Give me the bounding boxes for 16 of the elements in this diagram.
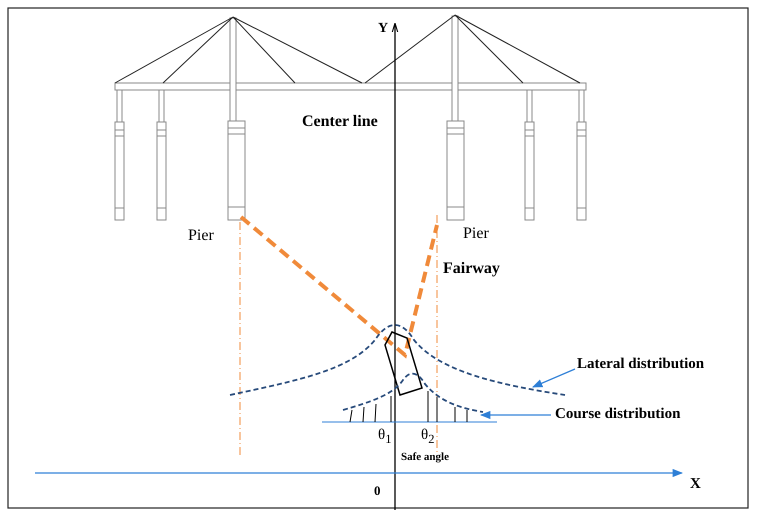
fairway-label: Fairway xyxy=(443,261,500,277)
center-line-label: Center line xyxy=(302,114,378,130)
lateral-distribution-curve xyxy=(230,324,566,396)
curve-label: Lateral distribution xyxy=(577,357,704,372)
leader-arrow xyxy=(480,410,551,420)
pier-label: Pier xyxy=(188,228,214,244)
course-distribution-curve xyxy=(342,372,484,413)
origin-label: 0 xyxy=(374,484,380,497)
curve-label: Course distribution xyxy=(555,407,680,422)
axis-label: X xyxy=(690,477,701,492)
safe-angle-label: Safe angle xyxy=(401,452,449,463)
angle-label: θ$_{1}$ xyxy=(378,428,392,446)
pier-label: Pier xyxy=(463,226,489,242)
leader-arrow xyxy=(532,368,576,388)
angle-label: θ$_{2}$ xyxy=(421,428,434,446)
axis-label: Y xyxy=(378,22,388,36)
